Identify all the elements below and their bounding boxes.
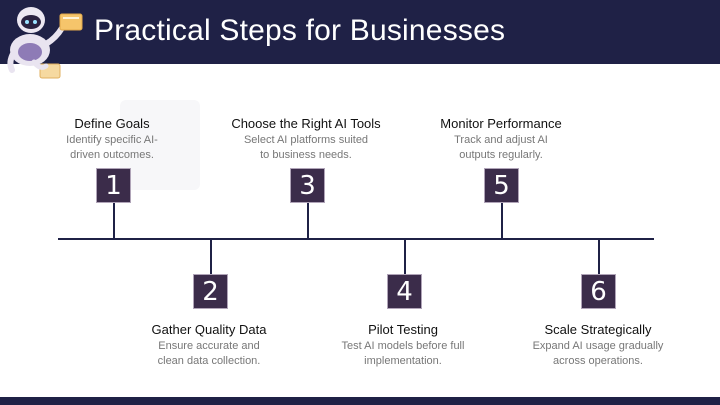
step-desc-line: Ensure accurate and [158,340,260,352]
footer-bar [0,397,720,405]
step-title: Gather Quality Data [151,322,267,337]
step-number-box: 4 [387,274,422,309]
step-desc-line: to business needs. [260,149,352,161]
step-title: Scale Strategically [544,322,652,337]
step-desc-line: driven outcomes. [70,149,154,161]
page-title: Practical Steps for Businesses [94,14,506,47]
timeline-tick-3 [307,203,309,239]
step-description: Ensure accurate and clean data collectio… [124,339,294,369]
step-title: Define Goals [74,116,150,131]
step-1: Define Goals Identify specific AI- drive… [27,116,197,163]
step-2: Gather Quality Data Ensure accurate and … [124,322,294,369]
step-title: Pilot Testing [368,322,438,337]
step-6: Scale Strategically Expand AI usage grad… [513,322,683,369]
timeline-tick-1 [113,203,115,239]
step-desc-line: clean data collection. [157,355,261,367]
step-4: Pilot Testing Test AI models before full… [318,322,488,369]
step-description: Identify specific AI- driven outcomes. [27,133,197,163]
step-desc-line: outputs regularly. [459,149,543,161]
step-desc-line: Select AI platforms suited [243,134,369,146]
step-number-box: 1 [96,168,131,203]
step-number-box: 6 [581,274,616,309]
timeline-line [58,238,654,240]
step-title: Monitor Performance [440,116,562,131]
step-number-box: 2 [193,274,228,309]
step-description: Select AI platforms suited to business n… [221,133,391,163]
step-desc-line: implementation. [364,355,442,367]
timeline-tick-5 [501,203,503,239]
step-desc-line: Track and adjust AI [454,134,548,146]
robot-icon [7,7,83,79]
timeline-tick-2 [210,239,212,274]
timeline-tick-6 [598,239,600,274]
step-number-box: 5 [484,168,519,203]
step-5: Monitor Performance Track and adjust AI … [416,116,586,163]
step-desc-line: Test AI models before full [341,340,465,352]
step-3: Choose the Right AI Tools Select AI plat… [221,116,391,163]
step-desc-line: Expand AI usage gradually [532,340,664,352]
step-desc-line: Identify specific AI- [66,134,158,146]
step-description: Test AI models before full implementatio… [318,339,488,369]
background-shape [120,100,200,190]
step-title: Choose the Right AI Tools [231,116,381,131]
step-desc-line: across operations. [553,355,643,367]
step-description: Track and adjust AI outputs regularly. [416,133,586,163]
step-number-box: 3 [290,168,325,203]
step-description: Expand AI usage gradually across operati… [513,339,683,369]
header-bar [0,0,720,64]
timeline-tick-4 [404,239,406,274]
